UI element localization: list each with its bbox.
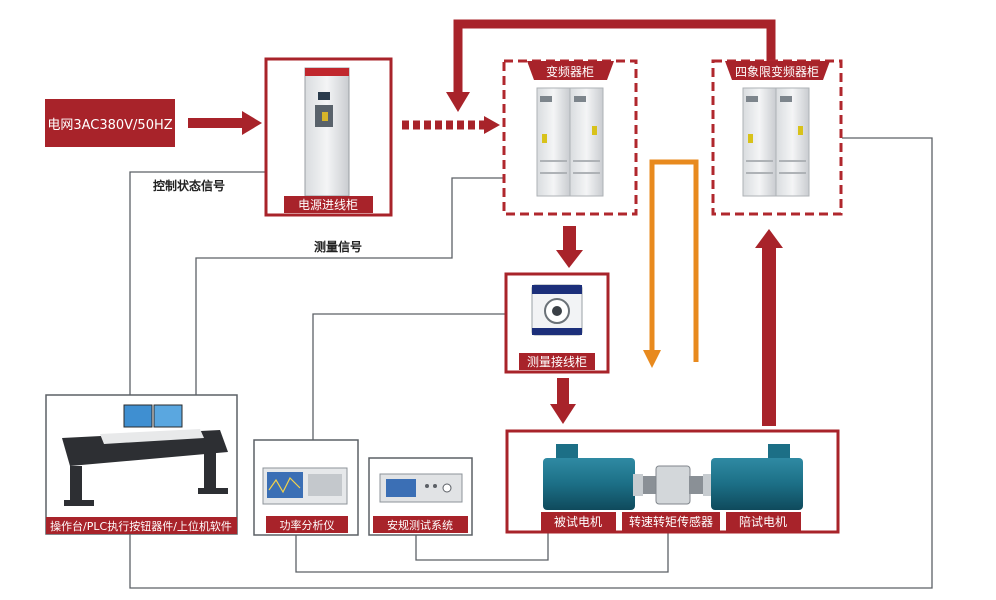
grid-input-label: 电网3AC380V/50HZ [47, 118, 172, 133]
safety-test-system: 安规测试系统 [368, 457, 473, 536]
load-motor-label: 陪试电机 [739, 514, 787, 529]
load-to-regen-arrow [755, 229, 783, 426]
power-cabinet-label: 电源进线柜 [298, 198, 358, 212]
measurement-cabinet-label: 测量接线柜 [527, 354, 587, 369]
vfd-cabinet-image [536, 87, 604, 197]
safety-test-label: 安规测试系统 [387, 518, 453, 532]
grid-to-power-arrow [188, 111, 262, 135]
four-quadrant-vfd-cabinet: 四象限变频器柜 [711, 59, 843, 216]
power-cabinet: 电源进线柜 [264, 57, 393, 217]
four-quadrant-vfd-image [742, 87, 810, 197]
four-quadrant-vfd-label: 四象限变频器柜 [735, 64, 819, 79]
signal-lines [129, 137, 933, 589]
measurement-cabinet: 测量接线柜 [504, 272, 610, 374]
measurement-signal-label: 测量信号 [314, 239, 362, 254]
current-sensor-image [531, 284, 583, 336]
power-analyzer-line [312, 313, 506, 440]
safety-tester-image [379, 473, 463, 503]
operator-console: 操作台/PLC执行按钮器件/上位机软件 [45, 394, 238, 535]
torque-sensor-label: 转速转矩传感器 [629, 514, 713, 529]
control-status-line [129, 171, 266, 395]
grid-input-block: 电网3AC380V/50HZ [45, 99, 175, 147]
power-analyzer-label: 功率分析仪 [280, 518, 335, 532]
measure-to-motor-arrow [550, 378, 576, 424]
power-cabinet-image [304, 67, 350, 197]
motor-under-test-label: 被试电机 [554, 514, 602, 529]
analyzer-to-motor-line [295, 531, 669, 573]
safety-to-motor-line [415, 531, 549, 561]
power-analyzer: 功率分析仪 [253, 439, 359, 536]
vfd-cabinet-label: 变频器柜 [546, 64, 594, 79]
console-image [62, 404, 228, 506]
console-label: 操作台/PLC执行按钮器件/上位机软件 [50, 519, 232, 533]
torque-sensor-image [643, 465, 703, 505]
vfd-cabinet: 变频器柜 [502, 59, 638, 216]
power-analyzer-image [262, 467, 348, 505]
load-motor-image [703, 444, 803, 510]
power-to-vfd-arrow [402, 116, 500, 134]
vfd-to-measure-arrow [556, 226, 583, 268]
bottom-loop-line [129, 137, 933, 589]
motor-bench: 被试电机 转速转矩传感器 陪试电机 [505, 429, 840, 534]
test-motor-image [543, 444, 643, 510]
control-status-signal-label: 控制状态信号 [153, 178, 225, 193]
regen-feedback-arrow [446, 19, 776, 112]
orange-loop-arrow [643, 159, 699, 368]
measurement-signal-line [195, 177, 504, 395]
